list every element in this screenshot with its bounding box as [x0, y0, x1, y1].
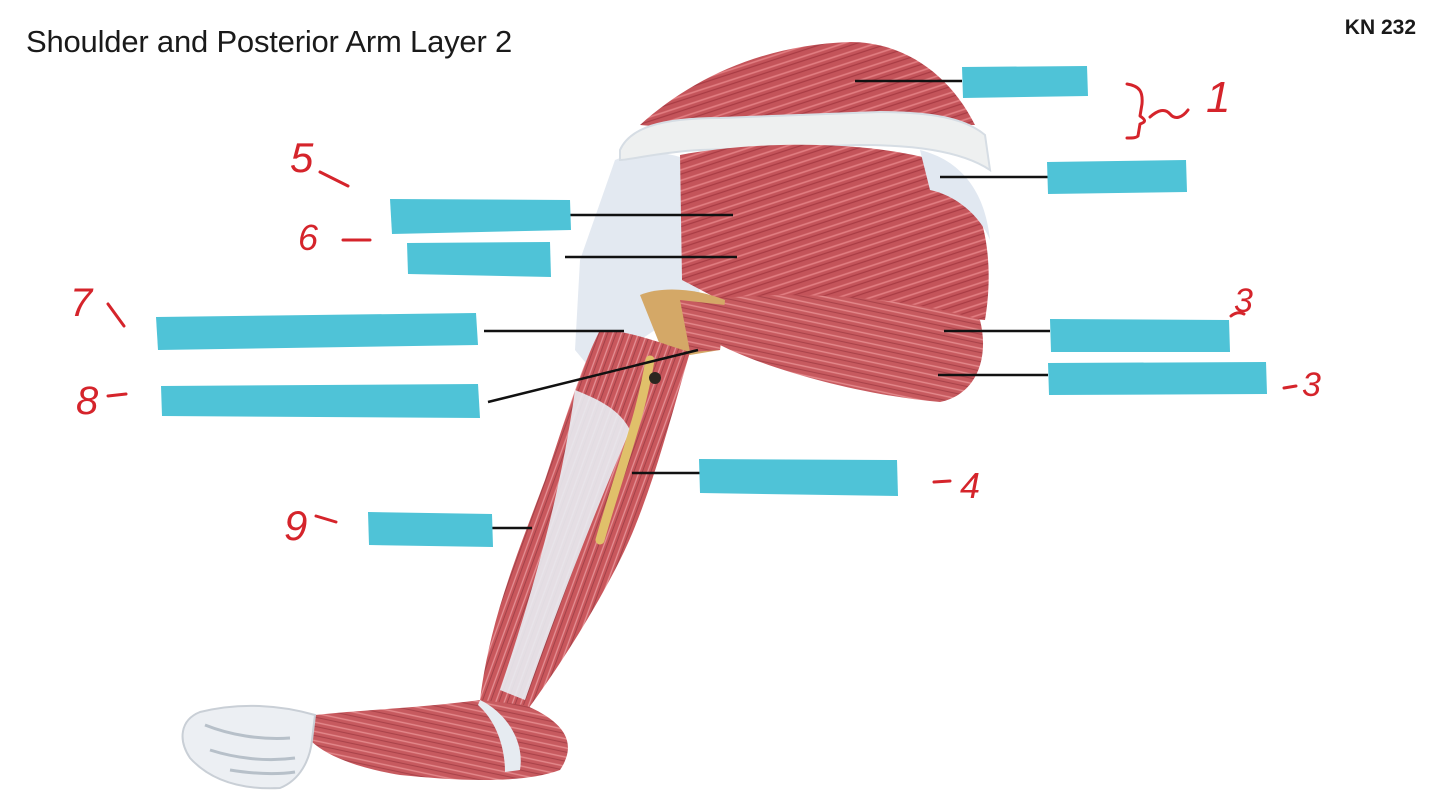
annotation-label: 7 — [70, 281, 94, 325]
course-code: KN 232 — [1344, 16, 1416, 39]
scapular-spine — [619, 110, 992, 173]
triceps-tendon — [500, 390, 630, 700]
annotation-label: 8 — [76, 379, 99, 423]
leader-line — [487, 348, 699, 404]
label-masks — [156, 66, 1267, 547]
label-mask — [390, 199, 571, 234]
leader-lines — [484, 79, 1050, 530]
annotation-label: 1 — [1206, 73, 1230, 122]
label-mask — [161, 384, 480, 418]
annotation-label: 5 — [290, 134, 314, 181]
label-mask — [1050, 319, 1230, 352]
label-mask — [1048, 362, 1267, 395]
deltoid-muscle — [680, 144, 989, 320]
humerus-muscle-wrap — [680, 300, 725, 352]
forearm-muscles — [310, 700, 568, 780]
upper-shoulder-muscle — [640, 42, 975, 130]
scapula-region — [575, 152, 700, 380]
shoulder-arm-illustration — [181, 42, 992, 790]
annotation-label: 6 — [298, 217, 319, 258]
label-mask — [962, 66, 1088, 98]
label-mask — [699, 459, 898, 496]
handwritten-bracket — [1125, 82, 1146, 140]
handwritten-annotations: 1 3 3 4 5 6 7 8 9 — [70, 73, 1321, 549]
annotation-label: 3 — [1234, 282, 1253, 320]
hand — [181, 704, 317, 790]
annotation-label: 3 — [1302, 366, 1321, 404]
page-title: Shoulder and Posterior Arm Layer 2 — [26, 24, 513, 59]
annotation-label: 4 — [960, 465, 980, 506]
annotation-label: 9 — [284, 502, 307, 549]
deltoid-fascia — [920, 150, 990, 240]
label-mask — [1047, 160, 1187, 194]
label-mask — [368, 512, 493, 547]
label-mask — [156, 313, 478, 350]
label-mask — [407, 242, 551, 277]
radial-nerve — [595, 355, 655, 545]
forearm-tendon — [478, 700, 521, 772]
teres-major-muscle — [700, 295, 984, 402]
